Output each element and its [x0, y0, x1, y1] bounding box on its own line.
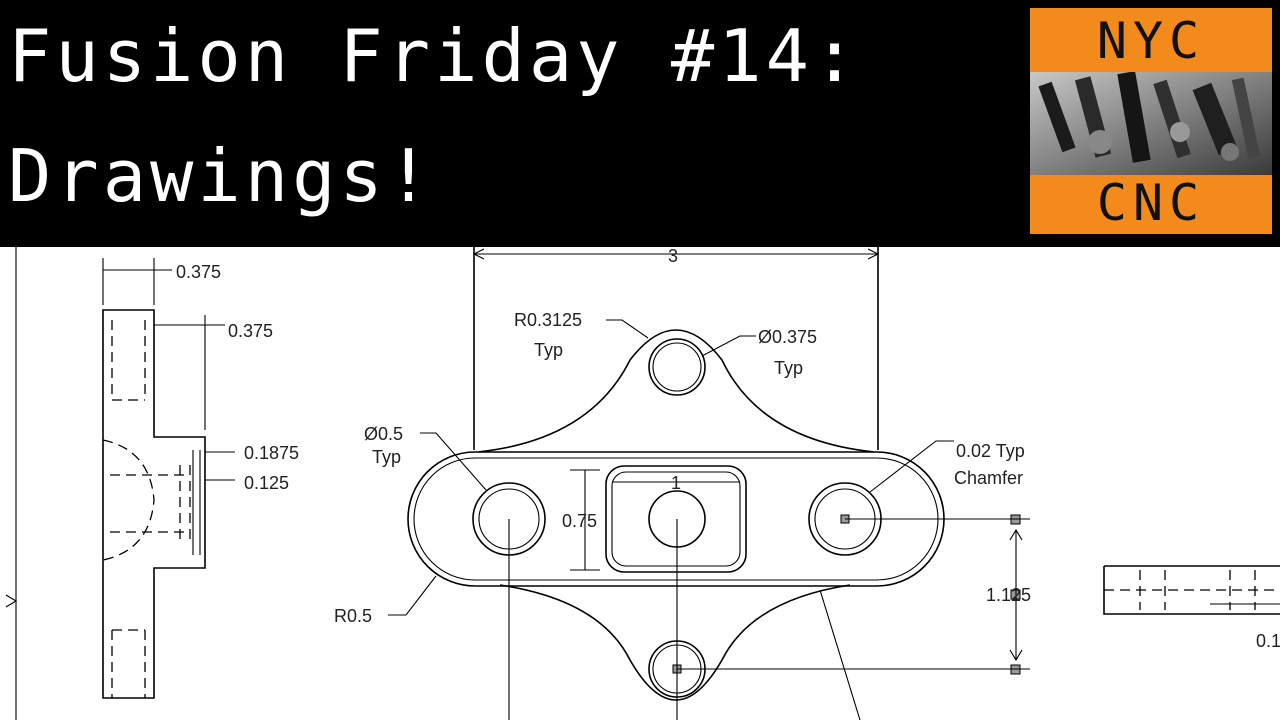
dim-line-boss — [205, 451, 235, 481]
hole-spacing-label: 1.125 — [986, 585, 1031, 605]
sheet-marker — [5, 594, 18, 608]
leader-r3125 — [606, 319, 649, 339]
hole-top-chamfer — [652, 342, 702, 392]
leader-r5 — [388, 575, 437, 616]
cnc-tooling-photo — [1030, 72, 1272, 175]
side-boss-lines — [192, 450, 201, 555]
title-line-2: Drawings! — [8, 134, 435, 218]
right-view: 0.1 — [1103, 565, 1280, 651]
pocket-height-dim — [570, 469, 600, 571]
leader-d375 — [701, 335, 756, 357]
top-ear — [477, 329, 875, 453]
hidden-hole-bottom — [111, 629, 146, 698]
right-dim-label: 0.1 — [1256, 631, 1280, 651]
hole-left-label: Ø0.5 — [364, 424, 403, 444]
leader-d5 — [420, 432, 487, 491]
chamfer-label: 0.02 Typ — [956, 441, 1025, 461]
hole-small-sub: Typ — [774, 358, 803, 378]
chamfer-sub: Chamfer — [954, 468, 1023, 488]
radius-top-label: R0.3125 — [514, 310, 582, 330]
dim-top-label: 0.375 — [176, 262, 221, 282]
logo-top-text: NYC — [1096, 12, 1206, 70]
side-view: 0.375 0.375 0.1875 0.125 — [102, 258, 299, 699]
right-view-outline — [1103, 565, 1280, 615]
title-banner: Fusion Friday #14: Drawings! NYC CNC — [0, 0, 1280, 247]
extension-lines — [508, 518, 1030, 720]
hole-small-label: Ø0.375 — [758, 327, 817, 347]
side-view-outline — [102, 309, 206, 699]
dim-width-label: 3 — [668, 246, 678, 266]
center-pocket — [605, 465, 747, 573]
hidden-hole-top — [111, 320, 146, 401]
pocket-height-label: 0.75 — [562, 511, 597, 531]
hole-top — [648, 338, 706, 396]
dim-line-flange — [154, 315, 225, 430]
radius-top-sub: Typ — [534, 340, 563, 360]
bottom-ear — [499, 584, 851, 701]
logo-bottom-text: CNC — [1096, 174, 1206, 232]
title-line-1: Fusion Friday #14: — [8, 14, 861, 98]
pocket-width-label: 1 — [671, 473, 681, 493]
end-radius-label: R0.5 — [334, 606, 372, 626]
dim-boss-label: 0.1875 — [244, 443, 299, 463]
center-pocket-inner — [611, 471, 741, 567]
dim-line-top — [102, 258, 172, 305]
leader-chamfer — [869, 440, 954, 493]
spacing-dim-line — [1009, 528, 1023, 662]
hole-left-sub: Typ — [372, 447, 401, 467]
width-dim-line — [472, 248, 880, 260]
dim-flange-label: 0.375 — [228, 321, 273, 341]
tab-outline — [473, 247, 879, 450]
dim-lip-label: 0.125 — [244, 473, 289, 493]
front-view: 3 R0.3125 Typ Ø0.375 Typ Ø0.5 Typ 0.02 T… — [334, 246, 1031, 720]
leader-bottom — [819, 589, 861, 720]
nyc-cnc-logo: NYC CNC — [1030, 8, 1272, 234]
hidden-pocket — [102, 439, 155, 561]
right-view-hidden — [1104, 570, 1280, 610]
hidden-center-hole — [110, 465, 191, 545]
